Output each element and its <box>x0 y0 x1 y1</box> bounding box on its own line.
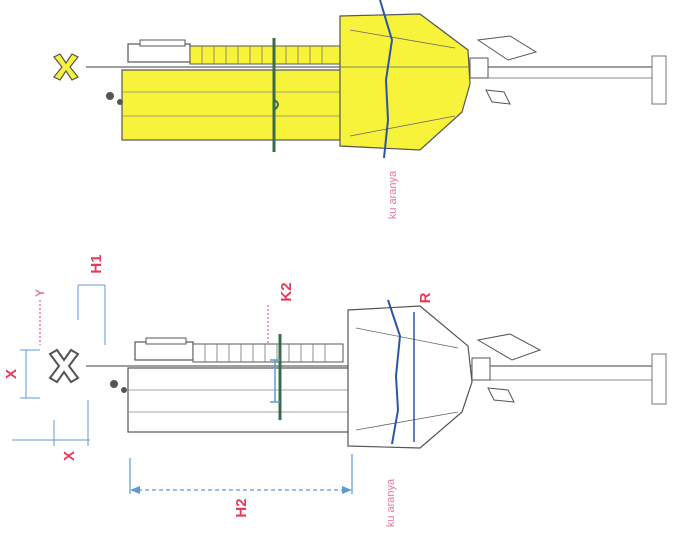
upper-section-line <box>379 0 394 159</box>
upper-end-plate <box>651 55 667 105</box>
upper-segment-tube <box>189 45 341 65</box>
upper-view <box>86 0 667 159</box>
x-horizontal-dimension <box>12 400 90 446</box>
upper-right-fin <box>476 35 538 61</box>
annotation-upper: ku aranya <box>387 170 399 220</box>
lower-section-line <box>387 299 402 445</box>
y-label: Y <box>33 289 47 298</box>
upper-top-rod <box>127 43 191 63</box>
lower-top-rod <box>134 341 194 361</box>
lower-segment-tube <box>192 343 344 363</box>
lower-end-plate <box>651 353 667 405</box>
lower-main-cylinder <box>127 367 351 433</box>
k2-label: K2 <box>278 282 295 302</box>
upper-top-cap <box>139 39 186 47</box>
r-label: R <box>417 292 434 304</box>
h2-dimension <box>129 454 353 494</box>
x-vertical-label: X <box>3 369 20 380</box>
h2-label: H2 <box>233 498 250 518</box>
upper-weight <box>106 92 114 100</box>
k2-dimension <box>270 359 280 403</box>
lower-view <box>86 299 667 449</box>
annotation-lower: ku aranya <box>385 478 397 528</box>
x-vertical-dimension <box>20 349 40 399</box>
h1-dimension <box>77 284 106 345</box>
x-horizontal-label: X <box>61 451 78 462</box>
upper-main-cylinder <box>121 69 351 141</box>
upper-right-fitting <box>469 57 489 79</box>
h1-label: H1 <box>88 254 105 274</box>
x-marker-outline-icon <box>48 348 80 384</box>
lower-float-body <box>347 305 473 449</box>
upper-float-body <box>339 13 471 151</box>
x-marker-yellow-icon <box>53 53 79 81</box>
